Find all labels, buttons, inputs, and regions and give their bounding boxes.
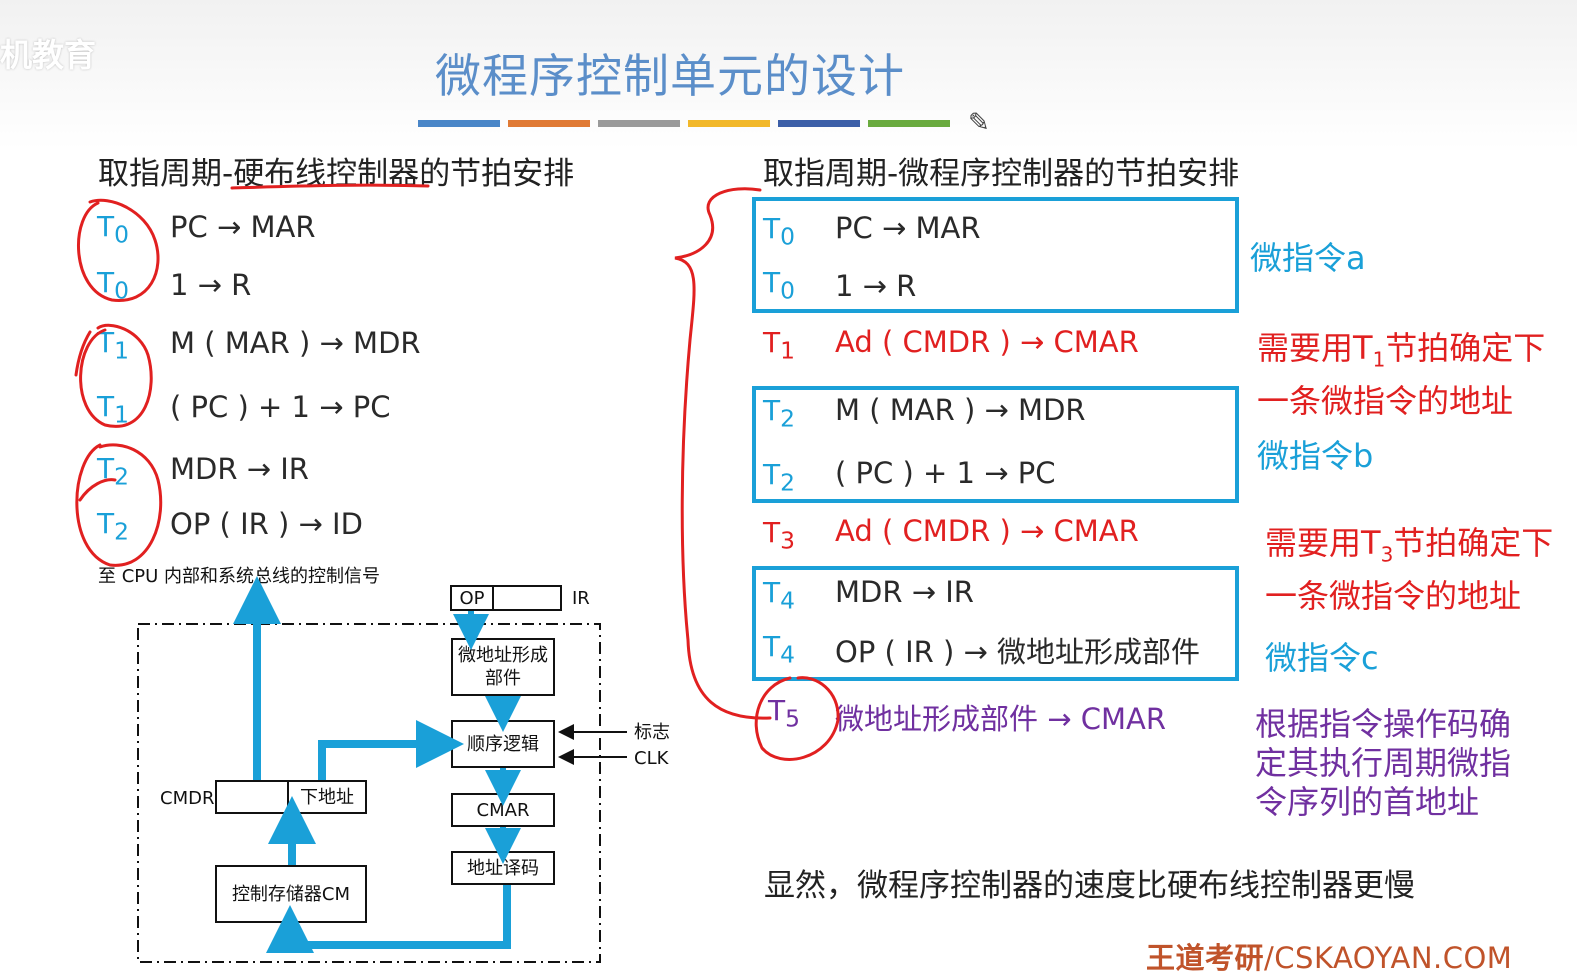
right-timing-t5: T5 — [768, 694, 800, 733]
ir-label: IR — [572, 588, 590, 609]
brand-footer: 王道考研/CSKAOYAN.COM — [1146, 935, 1512, 976]
title-bar-2 — [508, 120, 590, 127]
left-op-1-r: 1 → R — [170, 268, 252, 302]
right-op-op-micro: OP ( IR ) → 微地址形成部件 — [835, 635, 1201, 669]
left-op-pc-mar: PC → MAR — [170, 210, 316, 244]
circle-t1 — [79, 323, 153, 428]
micro-instruction-a-box — [752, 197, 1239, 313]
clk-label: CLK — [634, 748, 669, 769]
micro-instruction-b-label: 微指令b — [1257, 437, 1374, 475]
underline-hardwired — [230, 183, 430, 190]
right-op-ad-cmdr-3: Ad ( CMDR ) → CMAR — [835, 514, 1139, 548]
right-op-pc-mar: PC → MAR — [835, 211, 981, 245]
micro-instruction-b-box — [752, 386, 1239, 503]
right-timing-t2-b: T2 — [763, 458, 795, 497]
diagram-wires — [137, 576, 627, 963]
right-timing-t1: T1 — [763, 326, 795, 365]
brand-en: /CSKAOYAN.COM — [1264, 941, 1513, 975]
left-op-pc-inc: ( PC ) + 1 → PC — [170, 390, 391, 424]
title-bar-1 — [418, 120, 500, 127]
micro-instruction-a-label: 微指令a — [1250, 239, 1366, 277]
right-timing-t2-a: T2 — [763, 394, 795, 433]
left-timing-t0-b: T0 — [97, 266, 129, 305]
ir-register: OP — [450, 585, 562, 611]
control-unit-boundary — [137, 623, 601, 963]
micro-instruction-c-box — [752, 566, 1239, 681]
pen-icon[interactable]: ✎ — [968, 108, 990, 138]
left-op-mdr-ir: MDR → IR — [170, 452, 309, 486]
circle-t2 — [75, 443, 163, 567]
bracket-fetch — [674, 187, 772, 720]
slide-title: 微程序控制单元的设计 — [435, 49, 905, 103]
left-timing-t2-a: T2 — [97, 452, 129, 491]
title-bar-6 — [868, 120, 950, 127]
circle-t2-tail — [78, 478, 117, 502]
next-address-arrow — [318, 720, 464, 780]
note-t1: 需要用T1节拍确定下 一条微指令的地址 — [1257, 329, 1546, 421]
right-op-ad-cmdr-1: Ad ( CMDR ) → CMAR — [835, 325, 1139, 359]
left-timing-t2-b: T2 — [97, 507, 129, 546]
right-timing-t4-a: T4 — [763, 576, 795, 615]
circle-t5 — [754, 676, 840, 761]
left-heading-suffix: 的节拍安排 — [419, 156, 575, 192]
conclusion-text: 显然，微程序控制器的速度比硬布线控制器更慢 — [764, 868, 1415, 904]
brand-cn: 王道考研 — [1146, 941, 1265, 975]
title-bar-4 — [688, 120, 770, 127]
right-op-mdr-ir: MDR → IR — [835, 575, 974, 609]
left-timing-t0-a: T0 — [97, 210, 129, 249]
red-annotations — [74, 183, 840, 761]
title-bar-3 — [598, 120, 680, 127]
left-timing-t1-a: T1 — [97, 326, 129, 365]
left-timing-t1-b: T1 — [97, 390, 129, 429]
left-op-op-id: OP ( IR ) → ID — [170, 507, 363, 541]
note-t5: 根据指令操作码确 定其执行周期微指 令序列的首地址 — [1255, 705, 1512, 821]
micro-instruction-c-label: 微指令c — [1265, 639, 1379, 677]
right-op-mem-mdr: M ( MAR ) → MDR — [835, 393, 1086, 427]
left-op-mem-mdr: M ( MAR ) → MDR — [170, 326, 421, 360]
micro-address-unit: 微地址形成部件 — [451, 638, 555, 696]
note-t3: 需要用T3节拍确定下 一条微指令的地址 — [1265, 524, 1554, 616]
ir-op-field: OP — [452, 587, 494, 609]
cmdr-label: CMDR — [160, 788, 215, 809]
right-op-pc-inc: ( PC ) + 1 → PC — [835, 456, 1056, 490]
circle-t1-tail — [74, 330, 92, 377]
right-timing-t3: T3 — [763, 516, 795, 555]
right-timing-t4-b: T4 — [763, 630, 795, 669]
right-timing-t0-a: T0 — [763, 212, 795, 251]
circle-t0 — [77, 198, 160, 302]
control-memory: 控制存储器CM — [215, 865, 367, 923]
decode-to-cm-arrow — [266, 885, 511, 953]
right-timing-t0-b: T0 — [763, 266, 795, 305]
right-heading: 取指周期-微程序控制器的节拍安排 — [763, 156, 1240, 192]
right-op-micro-cmar: 微地址形成部件 → CMAR — [835, 702, 1166, 736]
watermark-logo: 机教育 — [0, 36, 97, 74]
title-bar-5 — [778, 120, 860, 127]
right-op-1-r: 1 → R — [835, 269, 917, 303]
left-heading-prefix: 取指周期- — [98, 156, 234, 192]
flag-label: 标志 — [634, 722, 670, 743]
